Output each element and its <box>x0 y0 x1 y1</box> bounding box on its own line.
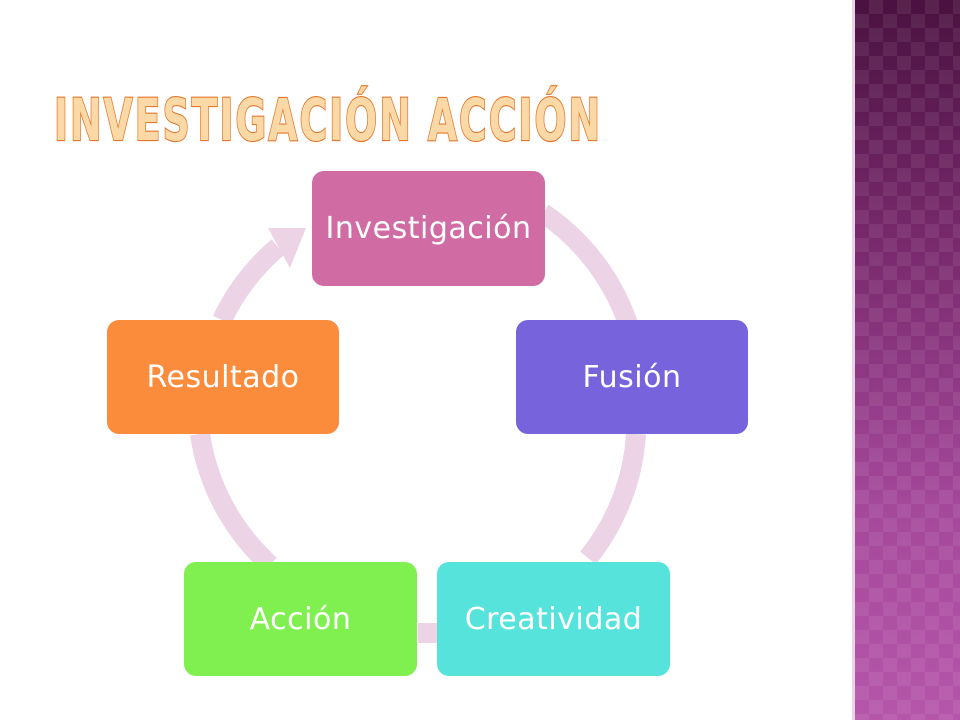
cycle-arrow-segment <box>537 204 640 334</box>
cycle-node-label: Investigación <box>325 211 532 246</box>
cycle-node-accion: Acción <box>184 562 417 676</box>
decorative-side-band <box>852 0 960 720</box>
slide-title-text: INVESTIGACIÓN ACCIÓN <box>54 85 602 154</box>
cycle-arrows <box>190 204 646 643</box>
cycle-arrow-segment <box>580 433 646 565</box>
cycle-diagram: Investigación Fusión Creatividad Acción … <box>107 171 748 676</box>
cycle-node-label: Creatividad <box>464 601 643 637</box>
slide-title-art: INVESTIGACIÓN ACCIÓN <box>53 84 602 155</box>
cycle-arrow-head <box>268 228 306 268</box>
cycle-arrow-segment <box>212 239 285 325</box>
cycle-node-label: Resultado <box>146 359 300 395</box>
cycle-node-label: Acción <box>249 601 352 637</box>
slide-title: INVESTIGACIÓN ACCIÓN <box>52 82 812 162</box>
cycle-node-resultado: Resultado <box>107 320 339 434</box>
cycle-node-investigacion: Investigación <box>312 171 545 286</box>
cycle-node-label: Fusión <box>582 359 682 395</box>
cycle-node-creatividad: Creatividad <box>437 562 670 676</box>
cycle-arrow-segment <box>190 432 277 573</box>
cycle-node-fusion: Fusión <box>516 320 748 434</box>
